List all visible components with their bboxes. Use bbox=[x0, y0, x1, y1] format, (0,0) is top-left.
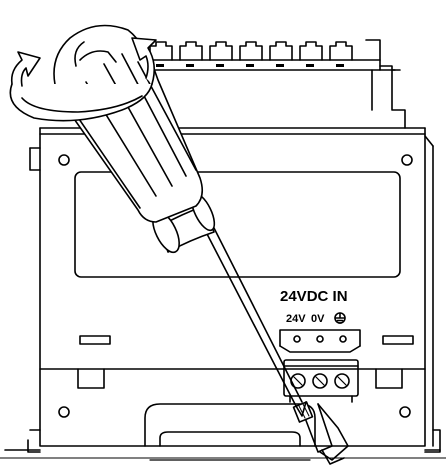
mounting-hole-bottom-left bbox=[58, 406, 70, 418]
terminal-teeth bbox=[149, 41, 353, 61]
mounting-hole-bottom-right bbox=[399, 406, 411, 418]
mounting-hole-top-right bbox=[401, 154, 413, 166]
ground-symbol-icon bbox=[334, 312, 346, 324]
terminal-plug bbox=[283, 359, 359, 397]
right-slot bbox=[382, 335, 414, 345]
rotation-arrow-icon bbox=[9, 37, 157, 122]
terminal-screw-ground bbox=[334, 373, 350, 389]
mounting-hole-top-left bbox=[58, 154, 70, 166]
terminal-dashes bbox=[156, 64, 344, 67]
terminal-screw-0v bbox=[312, 373, 328, 389]
module-body bbox=[0, 127, 446, 461]
power-connector: 24VDC IN 24V 0V bbox=[279, 288, 361, 403]
screwdriver-icon bbox=[9, 24, 307, 417]
power-input-label: 24VDC IN bbox=[280, 288, 348, 305]
terminal-0v-label: 0V bbox=[311, 313, 325, 325]
wire-ferrule bbox=[292, 401, 349, 465]
left-slot bbox=[79, 335, 111, 345]
terminal-24v-label: 24V bbox=[286, 313, 306, 325]
label-recess bbox=[74, 171, 401, 278]
top-terminal-block bbox=[119, 39, 406, 129]
